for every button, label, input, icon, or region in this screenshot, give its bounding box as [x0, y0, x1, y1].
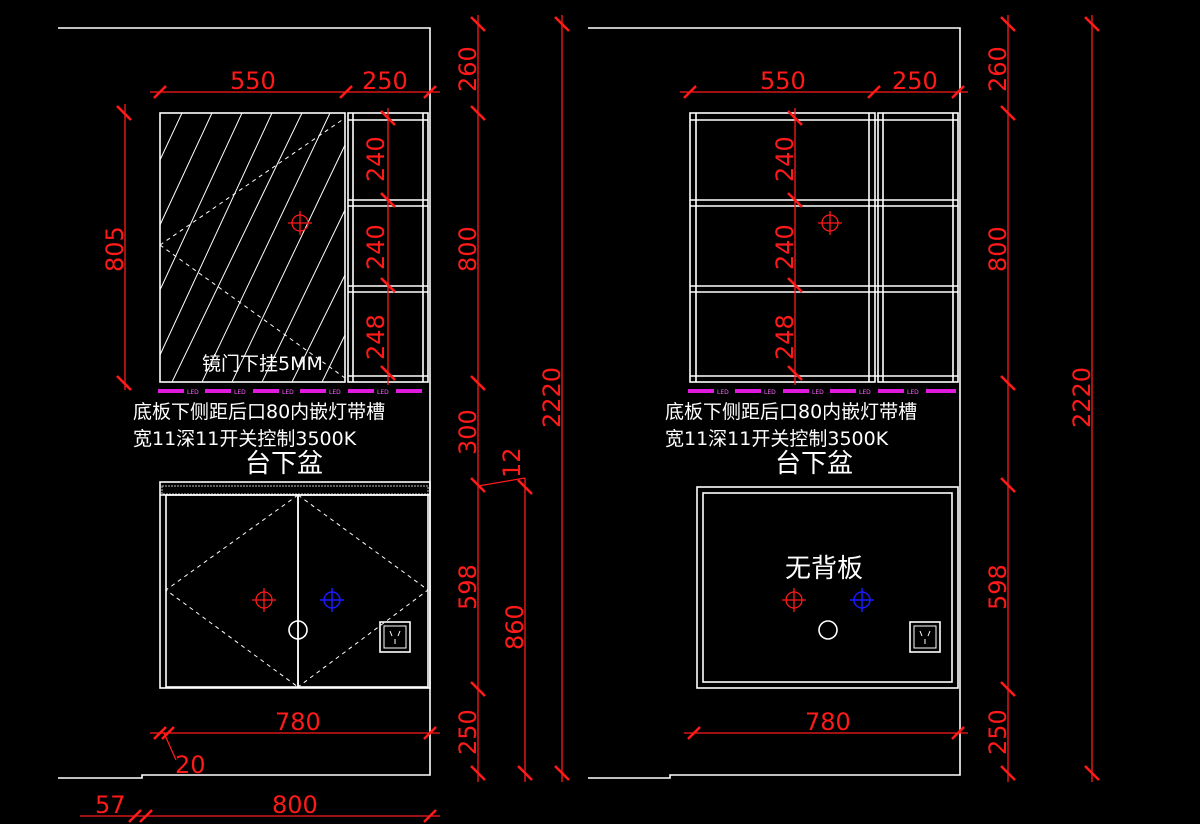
right-note-line2: 宽11深11开关控制3500K	[665, 428, 889, 450]
led-label: LED	[859, 389, 871, 396]
dim-label: 598	[454, 564, 482, 610]
dim-label: 248	[362, 314, 390, 360]
right-dim-780: 780	[684, 708, 968, 740]
led-label: LED	[377, 389, 389, 396]
dim-label: 2220	[1068, 367, 1096, 428]
left-note-line1: 底板下侧距后口80内嵌灯带槽	[133, 401, 385, 423]
left-countertop	[161, 485, 429, 495]
left-dim-top: 550 250	[150, 67, 440, 99]
dim-label: 805	[101, 226, 129, 272]
left-mirror-hatch	[159, 112, 346, 383]
led-label: LED	[812, 389, 824, 396]
left-vanity-center-mark-red	[252, 588, 276, 612]
left-elevation: 镜门下挂5MM LED LED LED LED LED 底板下侧距后口80内嵌灯…	[58, 15, 570, 823]
dim-label: 260	[984, 46, 1012, 92]
left-dim-shelves: 240 240 248	[362, 108, 396, 385]
led-label: LED	[329, 389, 341, 396]
right-shelf-center-mark	[818, 211, 842, 235]
right-dim-2220: 2220	[1068, 15, 1100, 782]
left-vanity-cabinet	[159, 481, 431, 689]
left-dim-860: 860	[501, 478, 533, 782]
dim-label: 800	[454, 226, 482, 272]
dim-label: 800	[272, 791, 318, 819]
right-no-back-panel-label: 无背板	[785, 554, 863, 584]
dim-label: 260	[454, 46, 482, 92]
dim-label: 250	[362, 67, 408, 95]
right-vanity-center-mark-blue	[850, 588, 874, 612]
left-vanity-center-mark-blue	[320, 588, 344, 612]
right-dim-shelves: 240 240 248	[771, 108, 803, 385]
dim-label: 240	[362, 224, 390, 270]
led-label: LED	[764, 389, 776, 396]
dim-label: 57	[95, 791, 126, 819]
left-dim-2220: 2220	[538, 15, 570, 782]
right-vanity-center-mark-red	[782, 588, 806, 612]
right-dim-top: 550 250	[680, 67, 968, 99]
right-note-line1: 底板下侧距后口80内嵌灯带槽	[665, 401, 917, 423]
left-mirror-center-mark	[288, 211, 312, 235]
dim-label: 12	[498, 447, 526, 478]
right-elevation: LED LED LED LED LED 底板下侧距后口80内嵌灯带槽 宽11深1…	[588, 15, 1100, 782]
left-led-strip: LED LED LED LED LED	[158, 389, 422, 396]
dim-label: 240	[771, 224, 799, 270]
dim-label: 860	[501, 604, 529, 650]
left-power-outlet-icon	[379, 621, 411, 653]
right-drain-circle	[818, 620, 838, 640]
right-vanity-cabinet	[696, 486, 959, 689]
dim-label: 250	[454, 709, 482, 755]
left-mirror-note: 镜门下挂5MM	[202, 353, 323, 375]
dim-label: 250	[984, 709, 1012, 755]
right-basin-label: 台下盆	[775, 449, 853, 479]
dim-label: 248	[771, 314, 799, 360]
left-drain-circle	[288, 620, 308, 640]
dim-label: 2220	[538, 367, 566, 428]
left-dim-780: 780 20	[150, 708, 440, 779]
dim-label: 250	[892, 67, 938, 95]
right-wall-outline	[588, 27, 961, 779]
left-basin-label: 台下盆	[245, 449, 323, 479]
left-vanity-door-right	[297, 494, 429, 688]
dim-label: 20	[175, 751, 206, 779]
dim-label: 240	[771, 136, 799, 182]
left-mirror-door	[159, 112, 346, 383]
right-power-outlet-icon	[909, 621, 941, 653]
left-dim-bottom: 57 800	[80, 791, 440, 823]
led-label: LED	[187, 389, 199, 396]
right-open-shelf-right	[877, 112, 959, 383]
dim-label: 550	[230, 67, 276, 95]
left-note-line2: 宽11深11开关控制3500K	[133, 428, 357, 450]
left-wall-outline	[58, 27, 431, 779]
dim-label: 800	[984, 226, 1012, 272]
left-dim-vertical-chain: 260 800 300 598 250 12	[454, 15, 526, 782]
dim-label: 780	[275, 708, 321, 736]
dim-label: 780	[805, 708, 851, 736]
right-dim-vertical-chain: 260 800 598 250	[984, 15, 1016, 782]
dim-label: 300	[454, 409, 482, 455]
right-vanity-inner	[702, 492, 953, 683]
dim-label: 550	[760, 67, 806, 95]
led-label: LED	[907, 389, 919, 396]
left-dim-805: 805	[101, 104, 132, 391]
right-led-strip: LED LED LED LED LED	[688, 389, 956, 396]
right-open-shelf-left	[689, 112, 876, 383]
led-label: LED	[282, 389, 294, 396]
dim-label: 240	[362, 136, 390, 182]
led-label: LED	[717, 389, 729, 396]
dim-label: 598	[984, 564, 1012, 610]
led-label: LED	[234, 389, 246, 396]
